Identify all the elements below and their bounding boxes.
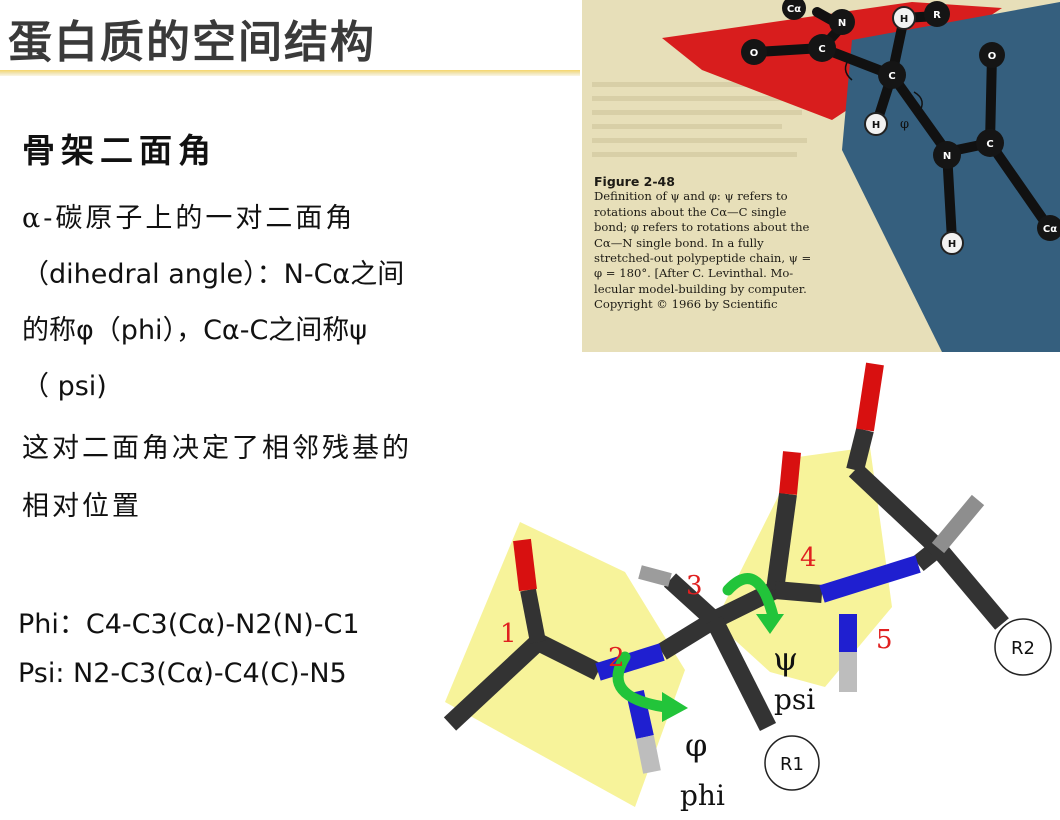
bond <box>931 542 1009 630</box>
bond <box>848 463 945 555</box>
phi-formula: Phi：C4-C3(Cα)-N2(N)-C1 <box>18 609 360 640</box>
nitrogen-bond <box>595 643 665 681</box>
figure-number: Figure 2-48 <box>594 174 675 189</box>
caption-line: φ = 180°. [After C. Levinthal. Mo- <box>594 266 794 281</box>
atom-number-1: 1 <box>500 619 517 649</box>
r1-group <box>764 735 820 791</box>
definition-line-5: 这对二面角决定了相邻残基的 <box>22 433 412 464</box>
oxygen-bond <box>513 538 537 592</box>
phi-arrow-head <box>662 692 688 722</box>
caption-line: Cα—N single bond. In a fully <box>594 235 764 250</box>
atom-number-3: 3 <box>686 571 703 601</box>
psi-symbol: ψ <box>773 640 798 678</box>
atom-label: C <box>986 139 993 150</box>
nitrogen-bond <box>819 555 921 603</box>
book-phi-symbol: φ <box>900 117 909 132</box>
textbook-caption: Figure 2-48 Definition of ψ and φ: ψ ref… <box>594 174 844 313</box>
oxygen-bond <box>779 451 801 495</box>
atom-label: H <box>872 120 880 131</box>
bond <box>846 427 874 473</box>
bond <box>443 635 545 731</box>
caption-line: bond; φ refers to rotations about the <box>594 220 810 235</box>
atom-label: R <box>933 10 941 21</box>
atom-label: C <box>888 71 895 82</box>
title-underline <box>0 70 580 76</box>
caption-line: stretched-out polypeptide chain, ψ = <box>594 251 812 266</box>
bond <box>663 573 721 627</box>
caption-line: Definition of ψ and φ: ψ refers to <box>594 189 788 204</box>
definition-line-1: α-碳原子上的一对二面角 <box>22 203 356 234</box>
backbone-dihedral-heading: 骨架二面角 <box>22 131 217 170</box>
definition-line-2: （dihedral angle）：N-Cα之间 <box>22 259 405 290</box>
bond <box>774 581 823 603</box>
peptide-dihedral-diagram: R1 R2 1 2 3 4 5 φ phi ψ psi <box>443 362 1052 812</box>
psi-label: psi <box>774 683 815 716</box>
bond <box>705 615 777 732</box>
atom-label: O <box>988 51 997 62</box>
atom-number-4: 4 <box>800 543 817 573</box>
phi-symbol: φ <box>685 726 707 764</box>
hydrogen-bond <box>638 565 672 587</box>
bond <box>657 612 719 660</box>
caption-line: Copyright © 1966 by Scientific <box>594 297 778 312</box>
phi-rotation-arrow <box>612 651 671 713</box>
definition-line-4: （ psi) <box>22 371 107 402</box>
bond <box>766 492 797 592</box>
definition-line-6: 相对位置 <box>22 491 142 522</box>
psi-arrow-head <box>756 614 784 634</box>
caption-line: lecular model-building by computer. <box>594 281 807 296</box>
psi-formula: Psi: N2-C3(Cα)-C4(C)-N5 <box>18 658 347 689</box>
r2-group <box>994 618 1052 676</box>
hydrogen-bond <box>636 735 661 774</box>
r1-label: R1 <box>780 754 804 775</box>
slide-title: 蛋白质的空间结构 <box>8 17 376 68</box>
atom-number-5: 5 <box>876 625 893 655</box>
atom-label: H <box>948 239 956 250</box>
hydrogen-bond <box>931 494 985 554</box>
psi-rotation-arrow <box>722 573 779 622</box>
atom-label: Cα <box>787 4 801 15</box>
atom-label: C <box>818 44 825 55</box>
atom-number-2: 2 <box>608 643 625 673</box>
bond <box>520 588 546 644</box>
caption-line: rotations about the Cα—C single <box>594 204 787 219</box>
r2-label: R2 <box>1011 638 1035 659</box>
atom-label: O <box>750 48 759 59</box>
textbook-molecule-drawing: Cα N R O C C N C O Cα H H H φ <box>582 0 1060 352</box>
atom-label: N <box>943 151 951 162</box>
phi-label: phi <box>680 779 725 812</box>
oxygen-bond <box>856 362 884 432</box>
atom-label: H <box>900 14 908 25</box>
definition-line-3: 的称φ（phi），Cα-C之间称ψ <box>22 315 368 346</box>
bond <box>533 633 603 681</box>
atom-label: Cα <box>1043 224 1057 235</box>
atom-label: N <box>838 18 846 29</box>
textbook-figure-photo: Cα N R O C C N C O Cα H H H φ Figure 2-4… <box>582 0 1060 352</box>
